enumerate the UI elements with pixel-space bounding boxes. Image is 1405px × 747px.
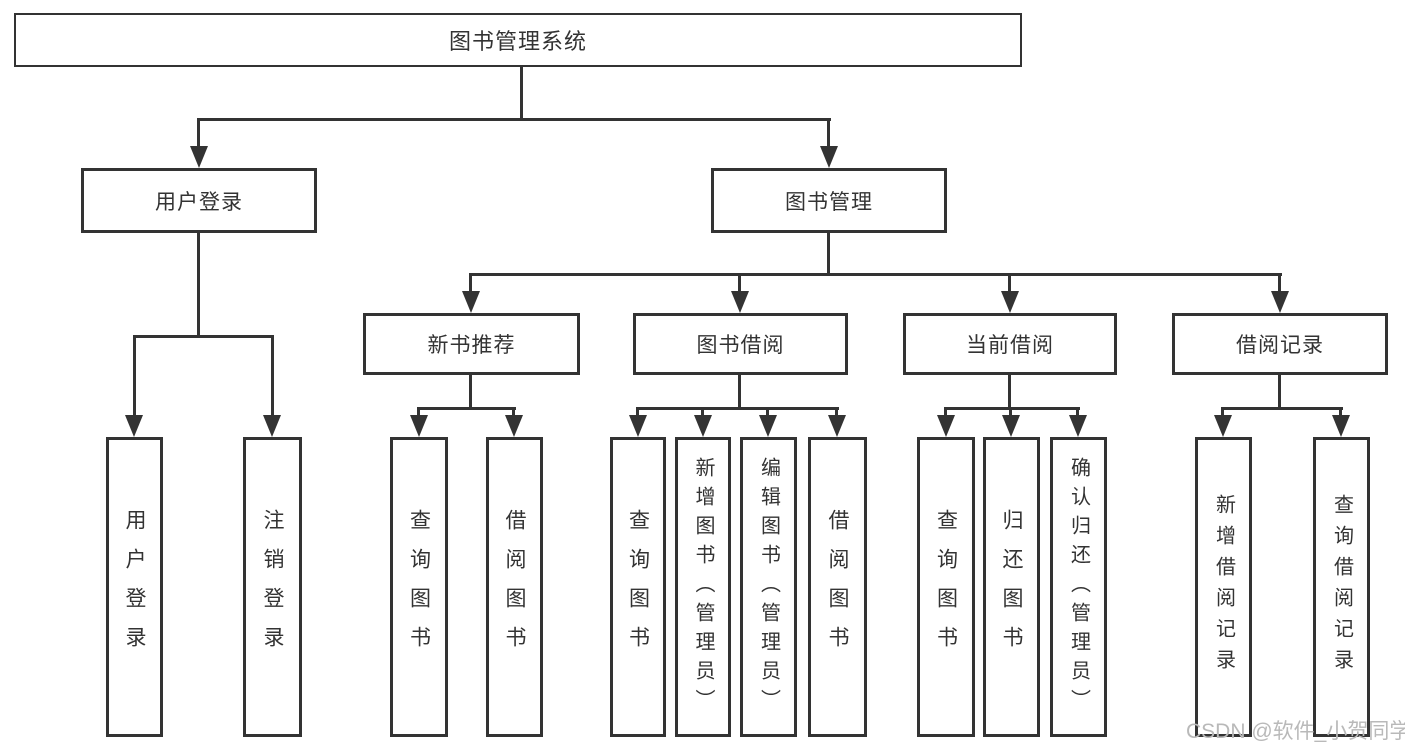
arrow-down-icon — [125, 415, 143, 437]
node-label: 归还图书 — [1000, 509, 1023, 665]
node-label: 查询图书 — [626, 509, 650, 665]
arrow-down-icon — [462, 291, 480, 313]
node-label: 编辑图书（管理员） — [757, 456, 780, 718]
node-leaf-add-books-admin: 新增图书（管理员） — [675, 437, 731, 737]
arrow-down-icon — [820, 146, 838, 168]
node-leaf-query-books: 查询图书 — [610, 437, 666, 737]
node-leaf-query-books: 查询图书 — [390, 437, 448, 737]
connector-line — [197, 118, 831, 121]
connector-line — [417, 407, 516, 410]
node-label: 用户登录 — [155, 190, 243, 214]
node-leaf-edit-books-admin: 编辑图书（管理员） — [740, 437, 797, 737]
arrow-down-icon — [263, 415, 281, 437]
node-leaf-query-borrow-record: 查询借阅记录 — [1313, 437, 1370, 737]
node-book-borrowing: 图书借阅 — [633, 313, 848, 375]
node-label: 新书推荐 — [427, 334, 516, 357]
connector-line — [470, 273, 1282, 276]
connector-line — [197, 233, 200, 335]
node-label: 借阅记录 — [1236, 334, 1324, 357]
connector-line — [469, 273, 472, 292]
connector-line — [1221, 407, 1343, 410]
node-label: 图书管理 — [785, 190, 873, 214]
arrow-down-icon — [1069, 415, 1087, 437]
node-label: 用户登录 — [123, 509, 146, 665]
node-leaf-query-books: 查询图书 — [917, 437, 975, 737]
connector-line — [827, 233, 830, 273]
csdn-watermark: CSDN @软件_小贺同学 — [1186, 720, 1405, 743]
node-label: 图书管理系统 — [448, 29, 587, 54]
connector-line — [766, 407, 769, 416]
node-label: 注销登录 — [261, 509, 284, 665]
arrow-down-icon — [1002, 415, 1020, 437]
node-leaf-borrow-books: 借阅图书 — [808, 437, 867, 737]
connector-line — [417, 407, 420, 416]
node-label: 新增图书（管理员） — [692, 456, 714, 718]
arrow-down-icon — [190, 146, 208, 168]
node-label: 查询图书 — [934, 509, 958, 665]
connector-line — [271, 335, 274, 416]
node-library-system: 图书管理系统 — [14, 13, 1022, 67]
connector-line — [1278, 273, 1281, 292]
node-label: 查询图书 — [407, 509, 431, 665]
node-leaf-borrow-books: 借阅图书 — [486, 437, 543, 737]
connector-line — [1008, 273, 1011, 292]
connector-line — [738, 273, 741, 292]
connector-line — [1076, 407, 1079, 416]
node-current-borrowing: 当前借阅 — [903, 313, 1117, 375]
connector-line — [1339, 407, 1342, 416]
connector-line — [197, 118, 200, 147]
connector-line — [1008, 375, 1011, 407]
arrow-down-icon — [731, 291, 749, 313]
connector-line — [827, 118, 830, 147]
arrow-down-icon — [410, 415, 428, 437]
node-borrowing-records: 借阅记录 — [1172, 313, 1388, 375]
connector-line — [512, 407, 515, 416]
arrow-down-icon — [759, 415, 777, 437]
arrow-down-icon — [694, 415, 712, 437]
connector-line — [1278, 375, 1281, 407]
arrow-down-icon — [828, 415, 846, 437]
connector-line — [738, 375, 741, 407]
arrow-down-icon — [1214, 415, 1232, 437]
connector-line — [133, 335, 136, 416]
connector-line — [701, 407, 704, 416]
connector-line — [944, 407, 947, 416]
node-book-management: 图书管理 — [711, 168, 947, 233]
node-label: 图书借阅 — [696, 334, 785, 357]
node-leaf-confirm-return-admin: 确认归还（管理员） — [1050, 437, 1107, 737]
node-label: 查询借阅记录 — [1330, 494, 1353, 680]
node-user-login: 用户登录 — [81, 168, 317, 233]
node-label: 确认归还（管理员） — [1067, 456, 1090, 718]
arrow-down-icon — [629, 415, 647, 437]
node-label: 当前借阅 — [966, 334, 1054, 357]
arrow-down-icon — [1332, 415, 1350, 437]
node-leaf-logout: 注销登录 — [243, 437, 302, 737]
node-leaf-add-borrow-record: 新增借阅记录 — [1195, 437, 1252, 737]
connector-line — [469, 375, 472, 407]
node-leaf-return-books: 归还图书 — [983, 437, 1040, 737]
connector-line — [835, 407, 838, 416]
arrow-down-icon — [1271, 291, 1289, 313]
connector-line — [636, 407, 839, 410]
node-label: 借阅图书 — [826, 509, 849, 665]
connector-line — [944, 407, 1080, 410]
node-new-book-recommend: 新书推荐 — [363, 313, 580, 375]
connector-line — [636, 407, 639, 416]
node-label: 新增借阅记录 — [1212, 494, 1235, 680]
node-label: 借阅图书 — [503, 509, 526, 665]
arrow-down-icon — [1001, 291, 1019, 313]
connector-line — [1009, 407, 1012, 416]
connector-line — [133, 335, 274, 338]
arrow-down-icon — [505, 415, 523, 437]
arrow-down-icon — [937, 415, 955, 437]
node-leaf-user-login: 用户登录 — [106, 437, 163, 737]
connector-line — [1221, 407, 1224, 416]
connector-line — [520, 67, 523, 118]
